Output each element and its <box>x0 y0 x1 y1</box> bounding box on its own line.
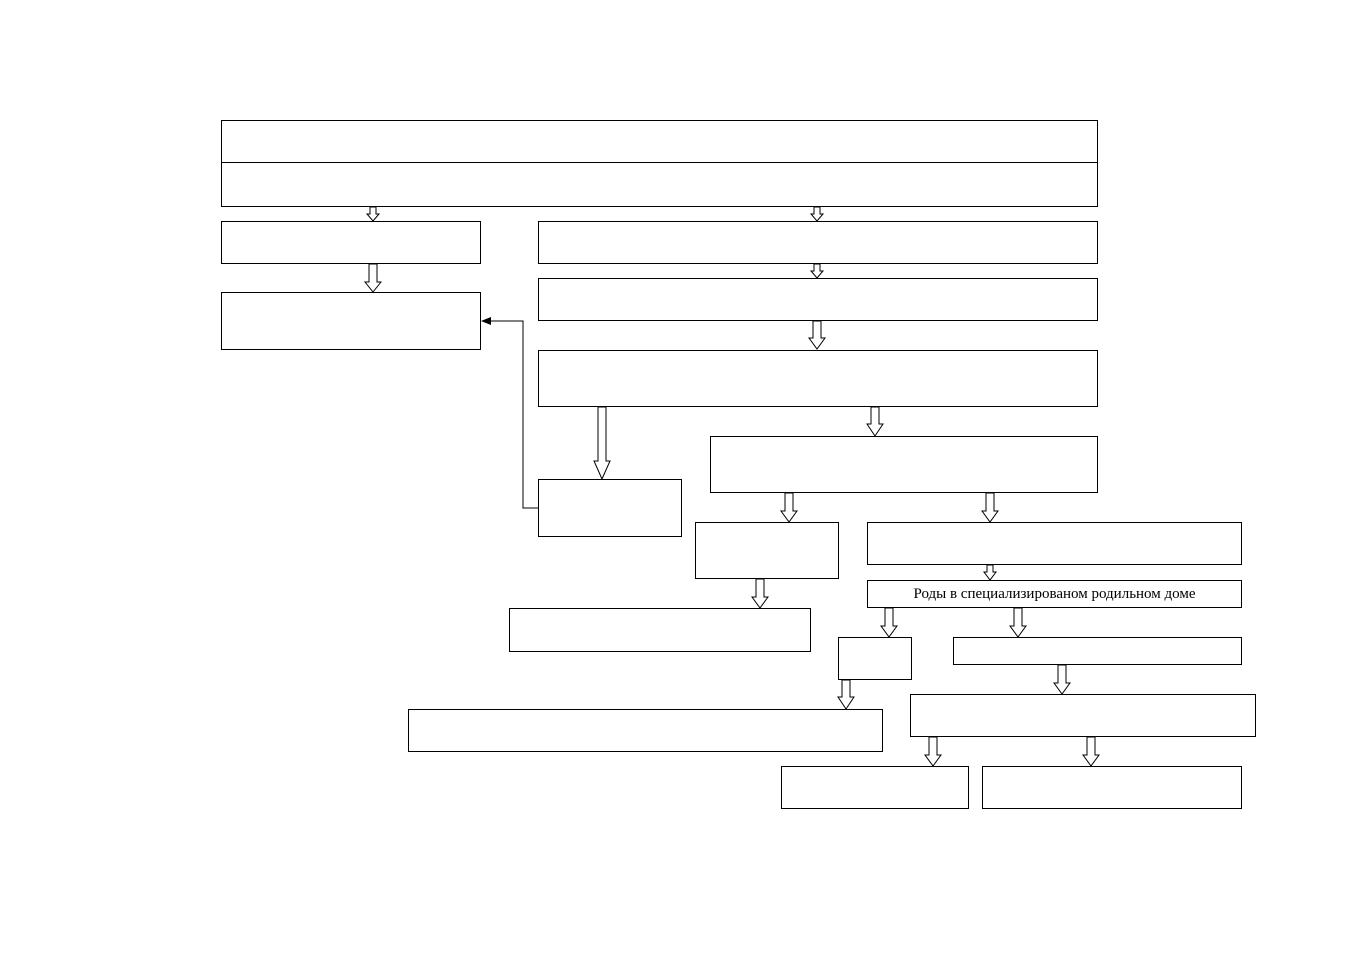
arrow-b13-to-b15 <box>1009 607 1027 638</box>
arrow-b08-to-b11 <box>981 492 999 523</box>
flow-box-11 <box>867 522 1242 565</box>
arrow-b03-to-b05 <box>363 263 383 293</box>
flow-box-3 <box>221 221 481 264</box>
flow-box-14 <box>838 637 912 680</box>
arrow-b15-to-b17 <box>1053 664 1071 695</box>
arrow-b11-to-b13 <box>983 564 997 581</box>
flow-box-7 <box>538 350 1098 407</box>
arrow-b02-to-b03 <box>365 206 381 222</box>
arrow-b17-to-b19 <box>1082 736 1100 767</box>
flow-box-17 <box>910 694 1256 737</box>
flow-box-10 <box>695 522 839 579</box>
flow-box-8 <box>710 436 1098 493</box>
flow-box-9 <box>538 479 682 537</box>
arrow-b17-to-b18 <box>924 736 942 767</box>
flow-box-19 <box>982 766 1242 809</box>
arrow-b04-to-b06 <box>809 263 825 279</box>
connector-b09-to-b05 <box>481 317 538 509</box>
flow-box-6 <box>538 278 1098 321</box>
flow-box-13: Роды в специализированом родильном доме <box>867 580 1242 608</box>
flow-box-15 <box>953 637 1242 665</box>
arrow-b07-to-b09 <box>593 406 611 481</box>
flow-box-12 <box>509 608 811 652</box>
flow-box-4 <box>538 221 1098 264</box>
flow-box-16 <box>408 709 883 752</box>
arrow-b06-to-b07 <box>808 320 826 350</box>
flow-box-1 <box>221 120 1098 163</box>
arrow-b07-to-b08 <box>866 406 884 437</box>
arrow-b14-to-b16 <box>837 679 855 710</box>
arrow-b10-to-b12 <box>751 578 769 609</box>
arrow-b13-to-b14 <box>880 607 898 638</box>
flow-box-5 <box>221 292 481 350</box>
arrow-b02-to-b04 <box>809 206 825 222</box>
arrow-b08-to-b10 <box>780 492 798 523</box>
flow-box-18 <box>781 766 969 809</box>
flow-box-2 <box>221 162 1098 207</box>
